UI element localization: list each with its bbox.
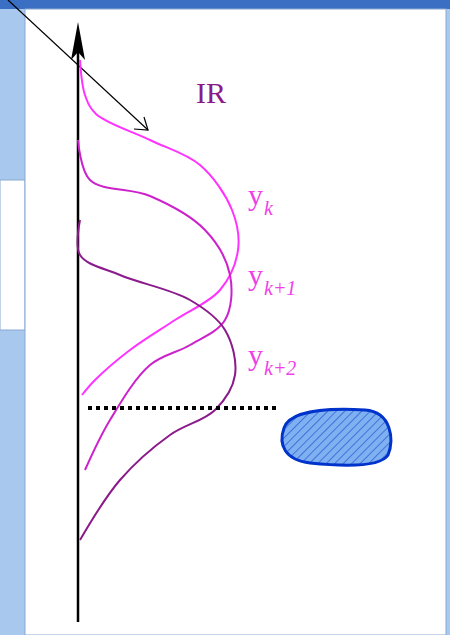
slide-panel [25, 9, 446, 635]
side-panel [0, 180, 25, 330]
signal-curve [78, 140, 232, 470]
curve-label: y [248, 340, 263, 370]
curve-subscript: k+1 [264, 278, 296, 298]
curve-subscript: k+2 [264, 358, 296, 378]
curve-label: y [248, 180, 263, 210]
signal-curve [78, 220, 236, 540]
ir-arrowhead [134, 117, 148, 130]
axis-line [77, 50, 80, 622]
axis-arrowhead [71, 22, 85, 60]
target-blob [282, 409, 391, 465]
curve-subscript: k [264, 198, 273, 218]
axis-label: IR [196, 78, 226, 108]
curve-label: y [248, 260, 263, 290]
dotted-level [88, 406, 280, 410]
signal-curve [80, 60, 239, 395]
top-bar [0, 0, 450, 9]
ir-arrow [8, 0, 148, 130]
